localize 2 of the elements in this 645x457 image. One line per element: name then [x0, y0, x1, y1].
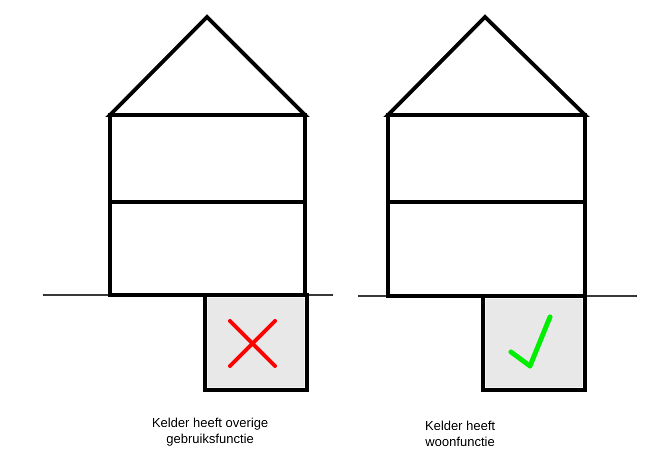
- caption: Kelder heeft overige gebruiksfunctie: [150, 415, 270, 447]
- caption: Kelder heeft woonfunctie: [424, 418, 496, 450]
